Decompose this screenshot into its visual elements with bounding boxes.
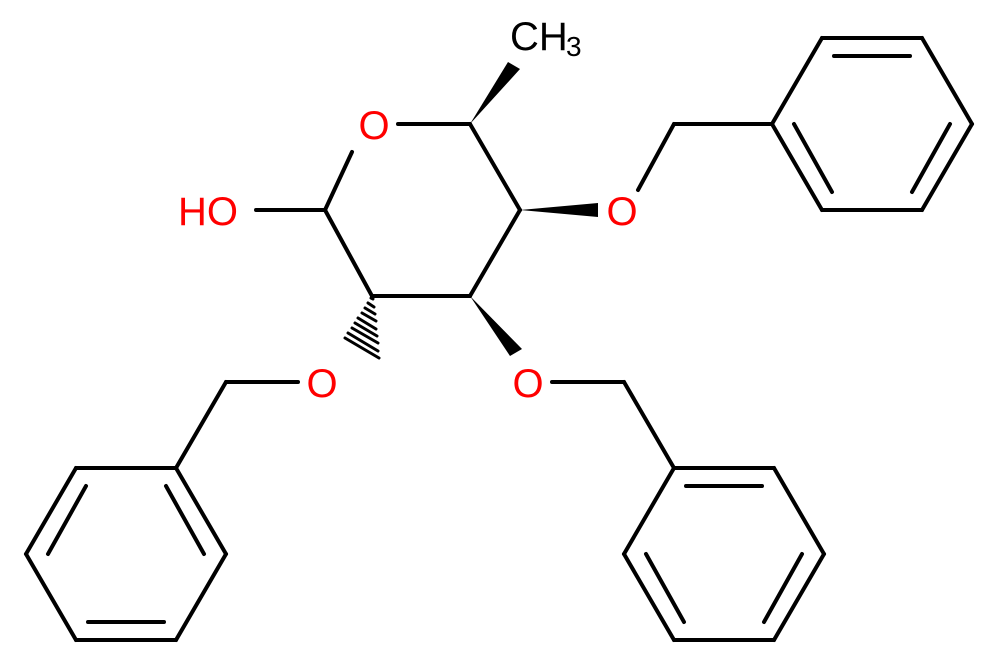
phenyl-ring-left: [24, 466, 228, 642]
ring-oxygen-label: O: [358, 104, 389, 148]
ether-oxygen-right-label: O: [606, 190, 637, 234]
wedge-c3-o: [470, 296, 522, 356]
ether-oxygen-lower-mid-label: O: [512, 362, 543, 406]
hydroxyl-label: HO: [178, 190, 238, 234]
bond-c5-c4: [468, 122, 522, 212]
phenyl-ring-mid: [622, 466, 826, 642]
phenyl-ring-right: [770, 36, 974, 212]
methyl-label: CH 3: [510, 15, 582, 62]
bond-ch2-ph-mid: [622, 380, 676, 470]
bond-ch2-ph-left: [174, 380, 228, 470]
methyl-main-text: CH: [510, 15, 568, 59]
ether-oxygen-lower-left-label: O: [306, 362, 337, 406]
wedge-c5-methyl: [470, 62, 520, 124]
bond-c4-c3: [468, 208, 522, 298]
bond-o-ch2-right: [636, 122, 676, 192]
bond-c2-c1: [323, 208, 374, 298]
hash-c2-o: [343, 296, 381, 360]
wedge-c4-o: [520, 203, 598, 217]
methyl-subscript: 3: [566, 31, 582, 62]
bond-c1-o5: [323, 150, 354, 212]
